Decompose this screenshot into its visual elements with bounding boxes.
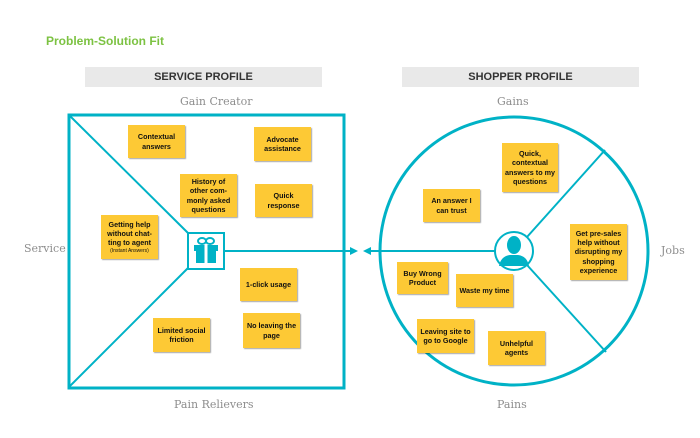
note-advocate-assistance: Advocate assistance [254,127,311,161]
note-unhelpful-agents: Unhelpful agents [488,331,545,365]
note-buy-wrong-product: Buy Wrong Product [397,262,448,294]
note-history-questions: History of other com-monly asked questio… [180,174,237,217]
note-getting-help-text: Getting help without chat-ting to agent [107,219,152,248]
service-profile-header: SERVICE PROFILE [85,67,322,87]
user-icon [499,236,529,266]
gain-creator-label: Gain Creator [180,95,253,108]
pain-divider-line [69,267,189,387]
note-quick-contextual-answers: Quick, contextual answers to my question… [502,143,558,192]
note-no-leaving-page: No leaving the page [243,313,300,348]
service-label: Service [24,242,66,255]
page-title: Problem-Solution Fit [46,34,164,48]
note-waste-my-time: Waste my time [456,274,513,307]
arrow-right-icon [350,247,358,255]
pains-label: Pains [497,398,527,411]
jobs-divider-top [526,149,606,238]
note-contextual-answers: Contextual answers [128,125,185,158]
arrow-left-icon [363,247,371,255]
note-pre-sales-help: Get pre-sales help without disrupting my… [570,224,627,280]
shopper-profile-header: SHOPPER PROFILE [402,67,639,87]
note-limited-social-friction: Limited social friction [153,318,210,352]
gains-label: Gains [497,95,529,108]
note-getting-help: Getting help without chat-ting to agent … [101,215,158,259]
gift-icon [194,237,218,263]
note-answer-trust: An answer I can trust [423,189,480,222]
jobs-label: Jobs [661,244,685,257]
pain-relievers-label: Pain Relievers [174,398,254,411]
gain-divider-line [69,115,189,234]
note-quick-response: Quick response [255,184,312,217]
jobs-divider-bottom [526,264,607,353]
note-one-click-usage: 1-click usage [240,268,297,301]
note-leaving-site: Leaving site to go to Google [417,319,474,353]
note-getting-help-sub: (Instant Answers) [110,247,149,254]
